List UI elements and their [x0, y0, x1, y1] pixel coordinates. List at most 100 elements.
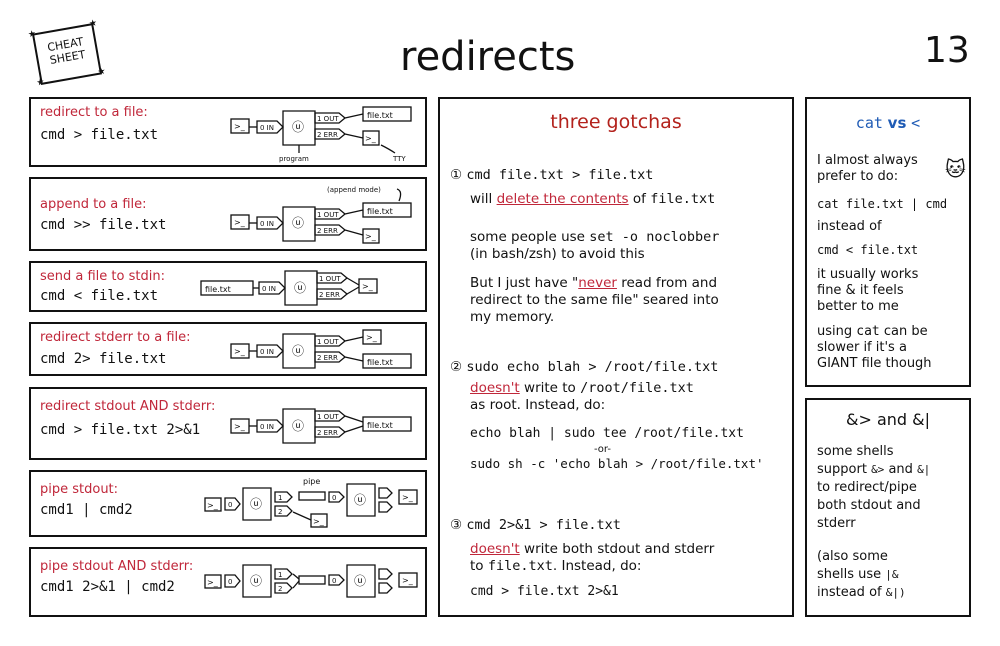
- panel-pipe-stdout: pipe stdout: cmd1 | cmd2 >_ 0 ⓤ 1 2 pipe…: [29, 470, 427, 537]
- gotchas-panel: three gotchas ① cmd file.txt > file.txt …: [438, 97, 794, 617]
- gotcha-2-or: -or-: [594, 444, 611, 455]
- svg-text:file.txt: file.txt: [367, 207, 393, 216]
- program-box: [282, 110, 316, 146]
- cat-code1: cat file.txt | cmd: [817, 197, 948, 211]
- page-title: redirects: [400, 34, 576, 80]
- svg-text:>_: >_: [365, 232, 377, 241]
- cat-works1: it usually works: [817, 267, 919, 282]
- svg-text:ⓤ: ⓤ: [292, 120, 304, 134]
- pipe-both-diagram: >_ 0 ⓤ 1 2 0 ⓤ >_: [204, 564, 418, 598]
- append-diagram: (append mode) >_ 0 IN ⓤ 1 OUT 2 ERR file…: [230, 186, 412, 244]
- title-lt: <: [911, 114, 921, 132]
- text-delete-contents: delete the contents: [496, 191, 629, 207]
- text-path: /root/file.txt: [580, 380, 694, 396]
- svg-text:1 OUT: 1 OUT: [317, 211, 339, 219]
- svg-text:ⓤ: ⓤ: [292, 344, 304, 358]
- svg-text:1: 1: [278, 494, 282, 502]
- stderr-arrow: [314, 128, 347, 140]
- text-amp-gt: &>: [871, 463, 885, 476]
- pipe-icon: [298, 491, 326, 501]
- svg-text:>_: >_: [366, 333, 378, 342]
- text-never: never: [578, 275, 617, 291]
- stdin-diagram: file.txt 0 IN ⓤ 1 OUT 2 ERR >_: [200, 270, 378, 306]
- shells-title: &> and &|: [845, 410, 931, 429]
- svg-text:ⓤ: ⓤ: [354, 574, 366, 588]
- panel-label: redirect stderr to a file:: [40, 330, 191, 345]
- svg-text:0 IN: 0 IN: [260, 220, 274, 228]
- gotcha-1-line4: But I just have "never read from and: [470, 275, 717, 292]
- svg-text:0: 0: [332, 577, 336, 585]
- svg-text:>_: >_: [313, 517, 325, 526]
- stdout-arrow: [314, 112, 347, 124]
- text-pipe-amp: |&: [885, 568, 899, 581]
- svg-text:0 IN: 0 IN: [260, 423, 274, 431]
- cat-line2: prefer to do:: [817, 169, 899, 184]
- text-some-people: some people use: [470, 229, 585, 245]
- shells-line5: stderr: [817, 516, 856, 531]
- svg-text:>_: >_: [402, 493, 414, 502]
- text-amp-pipe-close: &|): [885, 586, 906, 599]
- gotcha-2-fix2: sudo sh -c 'echo blah > /root/file.txt': [470, 456, 764, 471]
- text-using: using: [817, 324, 853, 339]
- gotcha-2-line1: doesn't write to /root/file.txt: [470, 380, 694, 397]
- title-cat: cat: [855, 114, 883, 132]
- star-icon: ★: [27, 29, 38, 41]
- panel-command: cmd >> file.txt: [40, 217, 167, 233]
- svg-text:file.txt: file.txt: [367, 111, 393, 120]
- cat-slower: slower if it's a: [817, 340, 907, 355]
- cat-icon: 🐱: [945, 157, 966, 181]
- cat-code2: cmd < file.txt: [817, 243, 919, 257]
- panel-redirect-stderr: redirect stderr to a file: cmd 2> file.t…: [29, 322, 427, 376]
- svg-text:0: 0: [332, 494, 336, 502]
- both-diagram: >_ 0 IN ⓤ 1 OUT 2 ERR file.txt: [230, 408, 412, 444]
- shells-line2: support &> and &|: [817, 462, 930, 478]
- svg-text:ⓤ: ⓤ: [354, 493, 366, 507]
- svg-text:TTY: TTY: [392, 155, 406, 163]
- stderr-diagram: >_ 0 IN ⓤ 1 OUT 2 ERR >_ file.txt: [230, 329, 412, 369]
- stdin-arrow: [256, 120, 284, 134]
- svg-text:>_: >_: [207, 501, 219, 510]
- svg-text:1 OUT: 1 OUT: [317, 338, 339, 346]
- text-of: of: [632, 191, 646, 207]
- cat-line1: I almost always: [817, 153, 918, 168]
- svg-text:ⓤ: ⓤ: [292, 419, 304, 433]
- svg-text:2 ERR: 2 ERR: [317, 227, 338, 235]
- panel-command: cmd 2> file.txt: [40, 351, 167, 367]
- gotcha-2-heading: ② sudo echo blah > /root/file.txt: [450, 359, 718, 376]
- text-to: to: [470, 558, 484, 574]
- svg-text:2: 2: [278, 585, 282, 593]
- shells-panel: &> and &| some shells support &> and &| …: [805, 398, 971, 617]
- text-doesnt: doesn't: [470, 380, 520, 396]
- svg-text:2 ERR: 2 ERR: [317, 429, 338, 437]
- redirect-diagram: >_ 0 IN ⓤ 1 OUT 2 ERR file.txt >_ progra…: [230, 106, 412, 163]
- star-icon: ★: [96, 66, 107, 78]
- svg-text:>_: >_: [234, 122, 246, 131]
- number-1-icon: ①: [450, 167, 463, 183]
- gotcha-1-line3: (in bash/zsh) to avoid this: [470, 246, 645, 262]
- panel-append-to-file: append to a file: cmd >> file.txt (appen…: [29, 177, 427, 251]
- gotcha-3-command: cmd 2>&1 > file.txt: [466, 517, 621, 533]
- text-write-to: write to: [524, 380, 576, 396]
- shells-also3: instead of &|): [817, 585, 906, 601]
- gotcha-1-heading: ① cmd file.txt > file.txt: [450, 167, 653, 184]
- text-amp-pipe: &|: [917, 463, 931, 476]
- svg-text:file.txt: file.txt: [205, 285, 231, 294]
- svg-text:>_: >_: [234, 218, 246, 227]
- cat-instead: instead of: [817, 219, 882, 234]
- cat-vs-redirect-panel: cat vs < I almost always prefer to do: 🐱…: [805, 97, 971, 387]
- svg-text:ⓤ: ⓤ: [250, 497, 262, 511]
- cheat-sheet-badge: CHEAT SHEET ★ ★ ★ ★: [27, 18, 106, 88]
- text-shells-use: shells use: [817, 567, 882, 582]
- page-number: 13: [924, 30, 970, 71]
- svg-text:>_: >_: [207, 578, 219, 587]
- svg-text:1: 1: [278, 571, 282, 579]
- text-file: file.txt: [487, 558, 553, 574]
- svg-text:>_: >_: [362, 282, 374, 291]
- svg-text:2 ERR: 2 ERR: [319, 291, 340, 299]
- terminal-icon: [230, 118, 250, 134]
- gotcha-2-fix1: echo blah | sudo tee /root/file.txt: [470, 426, 744, 441]
- gotcha-3-line1: doesn't write both stdout and stderr: [470, 541, 714, 558]
- text-will: will: [470, 191, 493, 207]
- shells-also2: shells use |&: [817, 567, 899, 583]
- svg-text:1 OUT: 1 OUT: [317, 115, 339, 123]
